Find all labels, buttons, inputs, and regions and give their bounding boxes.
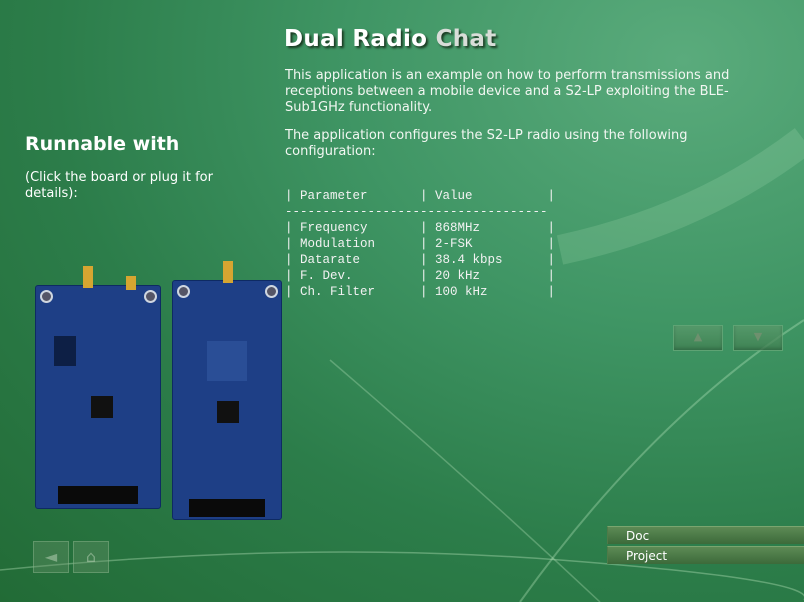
doc-button[interactable]: Doc bbox=[607, 526, 804, 544]
back-button[interactable]: ◄ bbox=[33, 541, 69, 573]
description-paragraph: This application is an example on how to… bbox=[285, 68, 730, 115]
back-icon: ◄ bbox=[44, 547, 58, 566]
configuration-table: | Parameter | Value | ------------------… bbox=[285, 189, 556, 299]
scroll-down-button[interactable]: ▼ bbox=[733, 325, 783, 351]
runnable-hint: (Click the board or plug it for details)… bbox=[25, 170, 213, 201]
runnable-with-heading: Runnable with bbox=[25, 133, 180, 155]
board-image-1[interactable] bbox=[35, 266, 161, 509]
configuration-intro: The application configures the S2-LP rad… bbox=[285, 128, 688, 159]
chevron-up-icon: ▲ bbox=[693, 330, 703, 343]
home-icon: ⌂ bbox=[85, 547, 97, 566]
scroll-up-button[interactable]: ▲ bbox=[673, 325, 723, 351]
project-button[interactable]: Project bbox=[607, 546, 804, 564]
chevron-down-icon: ▼ bbox=[753, 330, 763, 343]
board-image-2[interactable] bbox=[172, 261, 282, 520]
home-button[interactable]: ⌂ bbox=[73, 541, 109, 573]
page-title: Dual Radio Chat bbox=[284, 26, 497, 52]
